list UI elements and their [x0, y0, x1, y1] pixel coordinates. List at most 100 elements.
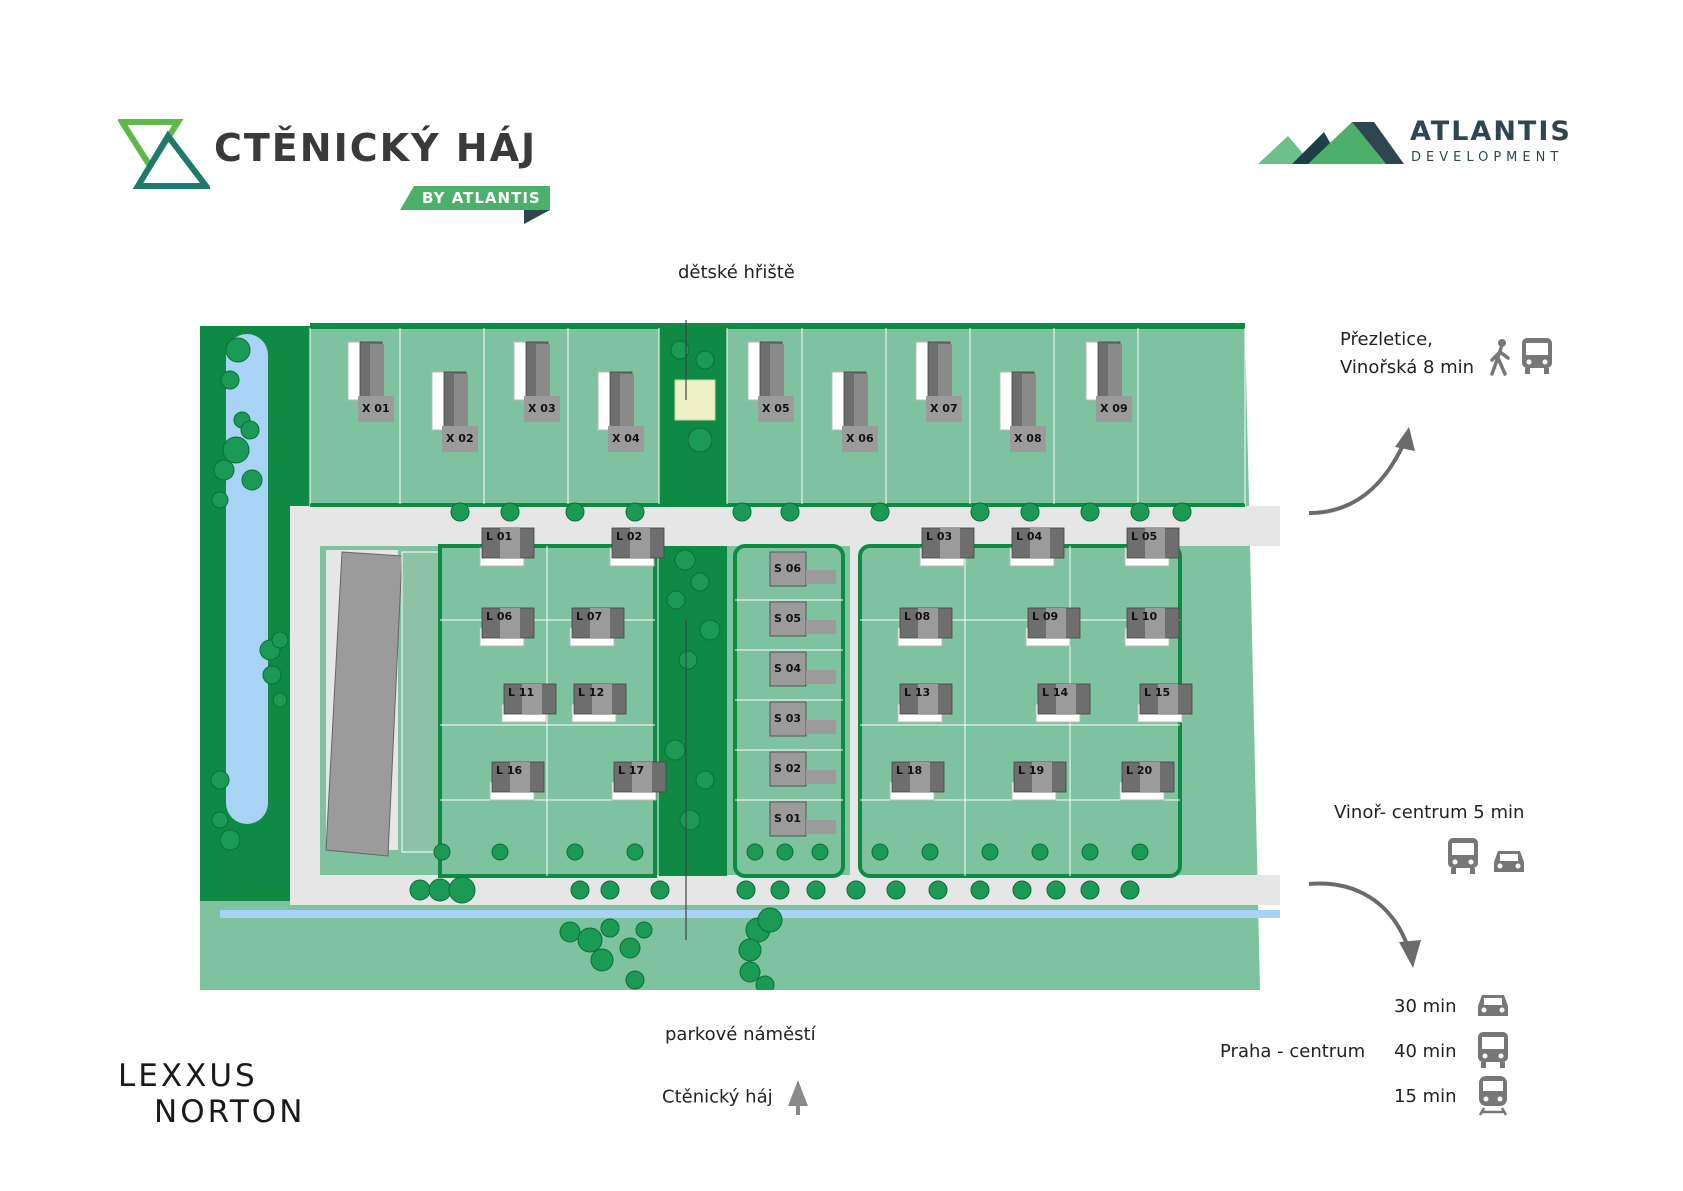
tree-marker	[928, 880, 948, 900]
plot-x-05[interactable]: X 05	[747, 341, 794, 422]
tree-marker	[1012, 880, 1032, 900]
car-icon	[1478, 995, 1508, 1016]
plot-l-08[interactable]: L 08	[897, 607, 953, 647]
praha-travel: 30 min Praha - centrum 40 min 15 min	[1220, 990, 1520, 1130]
plot-s-03-label: S 03	[774, 712, 801, 725]
tree-marker	[666, 590, 686, 610]
plot-x-06[interactable]: X 06	[831, 371, 878, 452]
tree-marker	[780, 502, 800, 522]
plot-x-02[interactable]: X 02	[431, 371, 478, 452]
developer-subtitle: DEVELOPMENT	[1411, 150, 1564, 165]
developer-logo: ATLANTIS DEVELOPMENT	[1258, 116, 1588, 176]
plot-l-18-label: L 18	[896, 764, 922, 777]
plot-l-03[interactable]: L 03	[919, 527, 975, 567]
south-channel	[220, 910, 1280, 918]
plot-l-05[interactable]: L 05	[1124, 527, 1180, 567]
plot-layer: X 01 X 02 X 03 X 04 X 05 X 06 X 07 X 08 X 09 L 01…	[309, 328, 1246, 876]
plot-l-12-label: L 12	[578, 686, 604, 699]
agency-line2: NORTON	[154, 1094, 306, 1130]
plot-l-20[interactable]: L 20	[1119, 761, 1175, 801]
triangle-logo-icon	[118, 119, 210, 189]
plot-s-04-label: S 04	[774, 662, 801, 675]
plot-l-16-label: L 16	[496, 764, 522, 777]
tree-marker	[670, 340, 690, 360]
tree-marker	[699, 619, 721, 641]
train-icon	[1478, 1076, 1508, 1116]
plot-l-06-label: L 06	[486, 610, 512, 623]
plot-l-14[interactable]: L 14	[1035, 683, 1091, 723]
plot-l-11-label: L 11	[508, 686, 534, 699]
plot-x-09[interactable]: X 09	[1085, 341, 1132, 422]
tree-marker	[219, 829, 241, 851]
walk-icon	[1490, 339, 1510, 376]
plot-x-04-label: X 04	[612, 432, 640, 445]
plot-s-04[interactable]: S 04	[769, 651, 836, 687]
plot-s-03[interactable]: S 03	[769, 701, 836, 737]
plot-s-01[interactable]: S 01	[769, 801, 836, 837]
plot-l-13[interactable]: L 13	[897, 683, 953, 723]
plot-l-17[interactable]: L 17	[611, 761, 667, 801]
tree-marker	[240, 420, 260, 440]
tree-marker	[577, 927, 603, 953]
plot-l-18[interactable]: L 18	[889, 761, 945, 801]
tree-marker	[1131, 843, 1149, 861]
tree-marker	[600, 880, 620, 900]
tree-marker	[1120, 880, 1140, 900]
tree-marker	[738, 938, 762, 962]
plot-l-07[interactable]: L 07	[569, 607, 625, 647]
tree-marker	[220, 370, 240, 390]
tree-marker	[1172, 502, 1192, 522]
tree-marker	[570, 880, 590, 900]
plot-s-06[interactable]: S 06	[769, 551, 836, 587]
site-plan: X 01 X 02 X 03 X 04 X 05 X 06 X 07 X 08 X 09 L 01…	[200, 320, 1280, 990]
plot-l-01[interactable]: L 01	[479, 527, 535, 567]
mountain-logo-icon	[1258, 122, 1404, 164]
developer-title: ATLANTIS	[1410, 116, 1572, 147]
praha-train-time: 15 min	[1394, 1086, 1457, 1107]
plot-l-10[interactable]: L 10	[1124, 607, 1180, 647]
tree-marker	[1080, 502, 1100, 522]
tree-marker	[211, 491, 229, 509]
plot-x-04[interactable]: X 04	[597, 371, 644, 452]
tree-marker	[565, 502, 585, 522]
tree-marker	[272, 692, 288, 708]
plot-x-03-label: X 03	[528, 402, 556, 415]
tree-marker	[746, 843, 764, 861]
plot-s-02[interactable]: S 02	[769, 751, 836, 787]
park-square-label: parkové náměstí	[665, 1024, 816, 1045]
plot-l-15[interactable]: L 15	[1137, 683, 1193, 723]
tree-marker	[674, 549, 696, 571]
tree-marker	[664, 739, 686, 761]
plot-s-01-label: S 01	[774, 812, 801, 825]
plot-x-07[interactable]: X 07	[915, 341, 962, 422]
plot-x-08[interactable]: X 08	[999, 371, 1046, 452]
tree-marker	[590, 948, 614, 972]
tree-marker	[210, 770, 230, 790]
north-destination: Přezletice,	[1340, 329, 1433, 350]
tree-marker	[491, 843, 509, 861]
tree-marker	[450, 502, 470, 522]
plot-s-06-label: S 06	[774, 562, 801, 575]
plot-l-19[interactable]: L 19	[1011, 761, 1067, 801]
plot-l-04[interactable]: L 04	[1009, 527, 1065, 567]
tree-marker	[433, 843, 451, 861]
main-road	[290, 520, 1280, 546]
tree-marker	[409, 879, 431, 901]
tree-marker	[757, 907, 783, 933]
tree-marker	[625, 502, 645, 522]
plot-x-06-label: X 06	[846, 432, 874, 445]
plot-x-03[interactable]: X 03	[513, 341, 560, 422]
plot-l-02[interactable]: L 02	[609, 527, 665, 567]
forest-label: Ctěnický háj	[662, 1086, 773, 1108]
tree-marker	[811, 843, 829, 861]
vinor-time: Vinoř- centrum 5 min	[1334, 802, 1525, 823]
plot-l-06[interactable]: L 06	[479, 607, 535, 647]
plot-s-05[interactable]: S 05	[769, 601, 836, 637]
tree-marker	[806, 880, 826, 900]
plot-l-09[interactable]: L 09	[1025, 607, 1081, 647]
tree-marker	[732, 502, 752, 522]
plot-l-11[interactable]: L 11	[501, 683, 557, 723]
plot-x-01[interactable]: X 01	[347, 341, 394, 422]
plot-l-16[interactable]: L 16	[489, 761, 545, 801]
plot-l-12[interactable]: L 12	[571, 683, 627, 723]
